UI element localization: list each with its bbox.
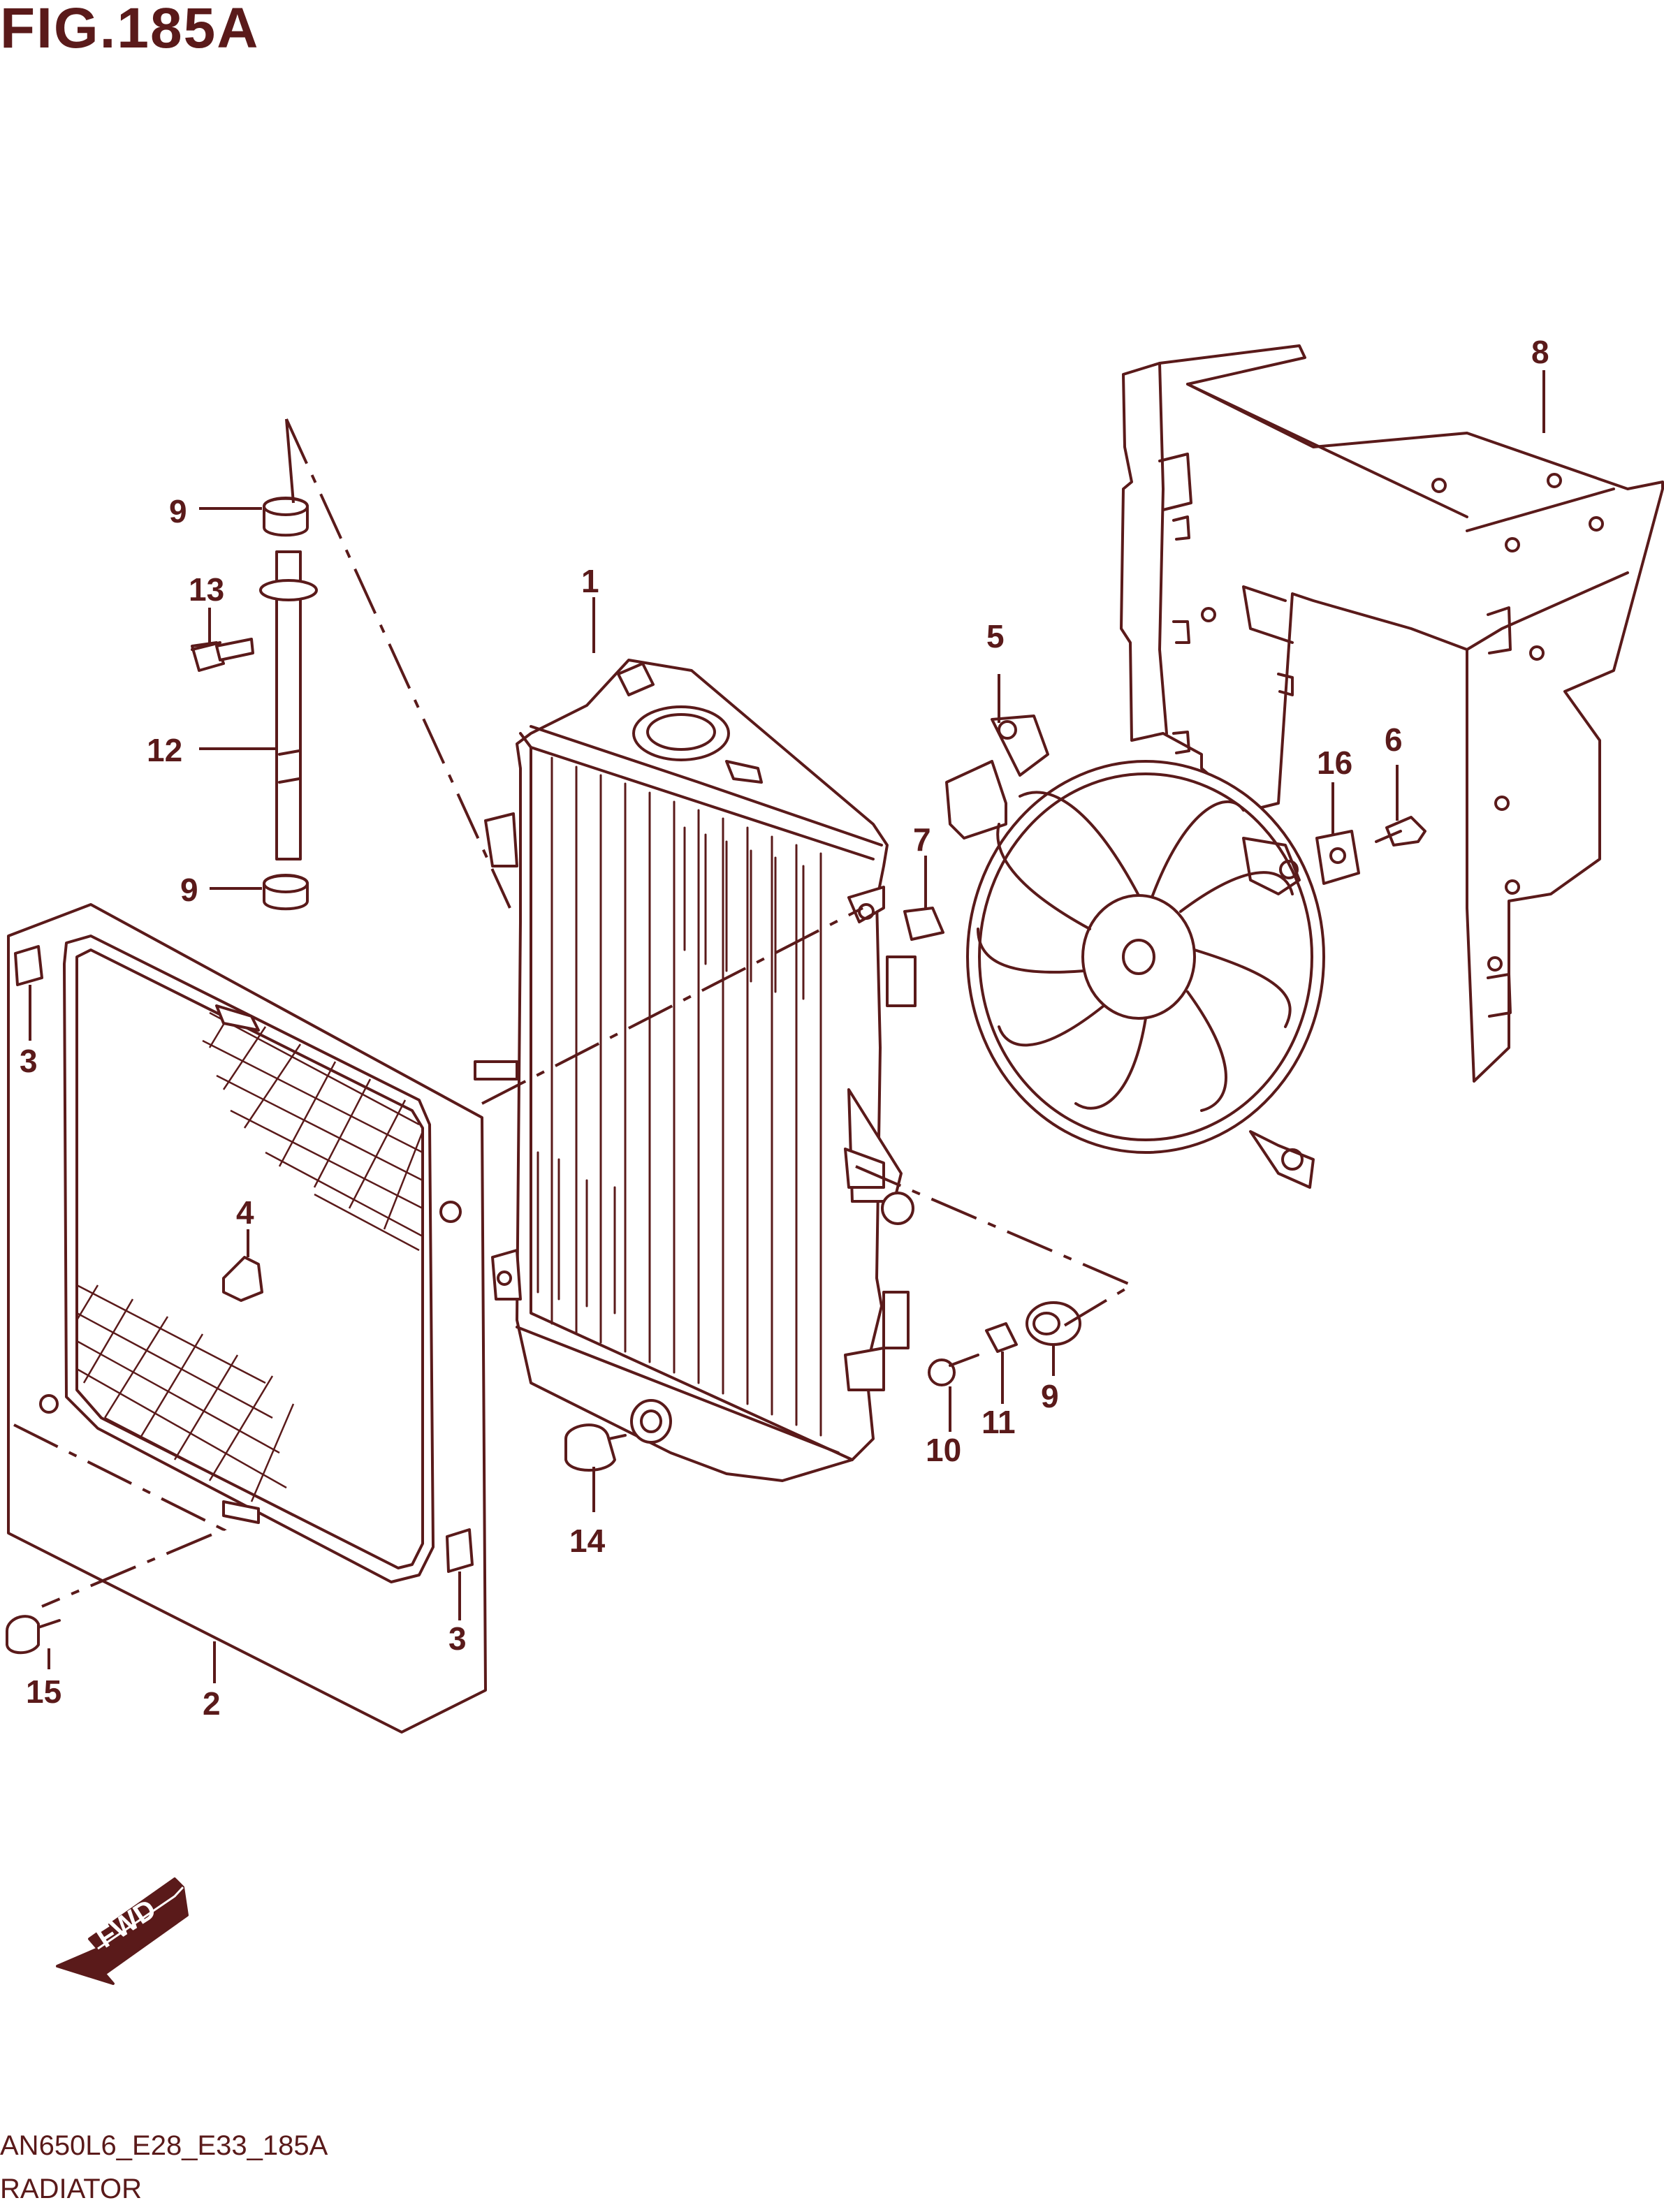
callout-9c: 9: [1041, 1378, 1059, 1414]
radiator-mount-stay: [191, 497, 318, 911]
callout-14: 14: [569, 1523, 606, 1559]
callout-1: 1: [581, 563, 599, 599]
callout-2: 2: [203, 1685, 221, 1722]
callout-11: 11: [981, 1404, 1016, 1440]
clip-lower: [446, 1528, 474, 1573]
figure-title: FIG.185A: [0, 0, 260, 60]
callout-numbers: 1 2 3 3 4 5 6 7 8 9 9 9 10 11 12 13 14 1…: [20, 334, 1549, 1722]
callout-15: 15: [26, 1673, 61, 1710]
callout-3a: 3: [20, 1043, 38, 1079]
callout-5: 5: [986, 618, 1005, 654]
callout-4: 4: [236, 1194, 254, 1231]
figure-code: AN650L6_E28_E33_185A: [0, 2130, 328, 2161]
hardware-items: [6, 641, 1426, 1655]
radiator-core: [474, 659, 917, 1482]
callout-12: 12: [147, 732, 182, 768]
callout-6: 6: [1385, 722, 1403, 758]
callout-8: 8: [1531, 334, 1549, 370]
fan-shroud-bracket: [1120, 344, 1664, 1083]
radiator-cover-screen: [7, 903, 487, 1734]
callout-10: 10: [926, 1432, 961, 1468]
callout-13: 13: [189, 571, 224, 608]
cooling-fan-assembly: [945, 715, 1325, 1189]
callout-9a: 9: [169, 493, 187, 529]
callout-9b: 9: [180, 872, 198, 908]
leader-lines: [13, 370, 1545, 1683]
clip-upper: [14, 945, 43, 986]
mounting-pin: [222, 1256, 263, 1302]
callout-3b: 3: [448, 1620, 467, 1657]
fwd-direction-arrow: FWD: [56, 1877, 189, 1985]
callout-16: 16: [1317, 745, 1352, 781]
callout-7: 7: [913, 821, 931, 858]
figure-name: RADIATOR: [0, 2174, 142, 2204]
